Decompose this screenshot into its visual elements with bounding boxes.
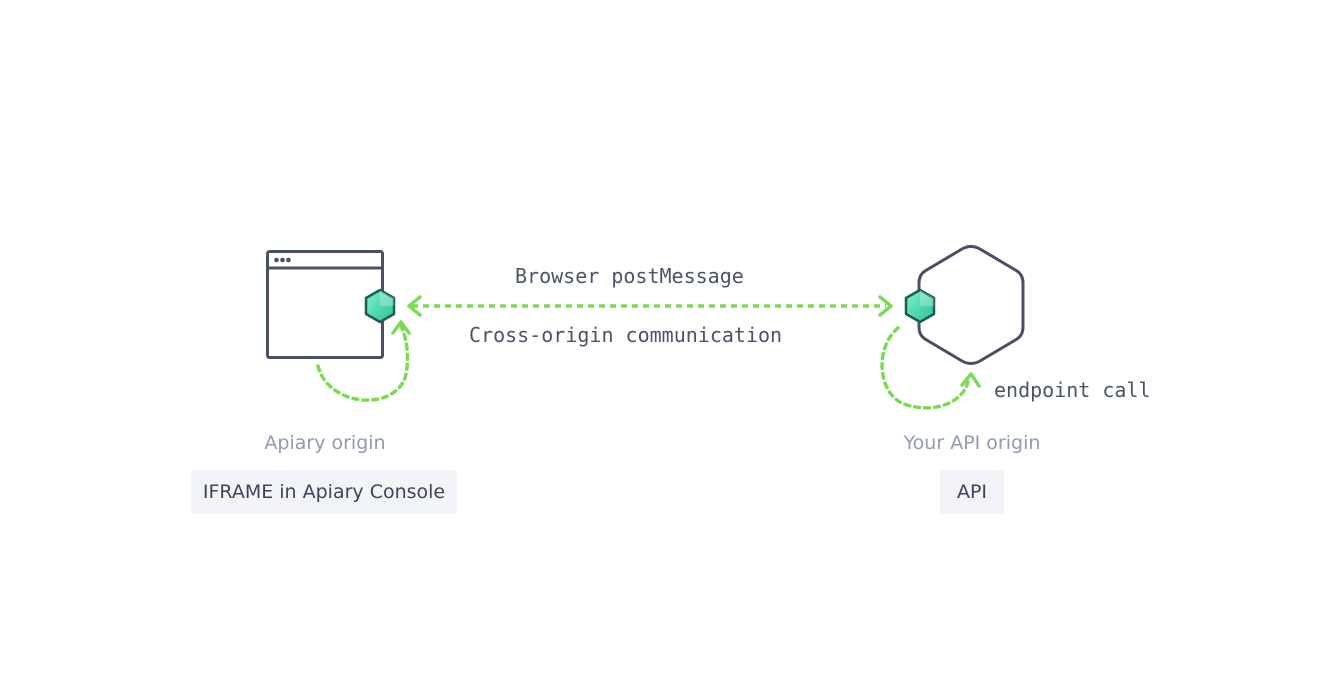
endpoint-call-label: endpoint call (994, 378, 1151, 402)
iframe-loop-arrow (316, 320, 411, 402)
endpoint-loop-arrow (880, 326, 981, 410)
left-origin-label: Apiary origin (264, 432, 386, 454)
hexagon-api-icon (917, 245, 1025, 365)
left-connector-icon (364, 288, 396, 324)
right-box-label: API (940, 470, 1004, 514)
right-connector-icon (904, 288, 936, 324)
right-origin-label: Your API origin (903, 432, 1041, 454)
left-box-label: IFRAME in Apiary Console (191, 470, 457, 514)
connection-bottom-label: Cross-origin communication (469, 323, 783, 347)
postmessage-arrow (407, 295, 893, 317)
connection-top-label: Browser postMessage (515, 264, 744, 288)
